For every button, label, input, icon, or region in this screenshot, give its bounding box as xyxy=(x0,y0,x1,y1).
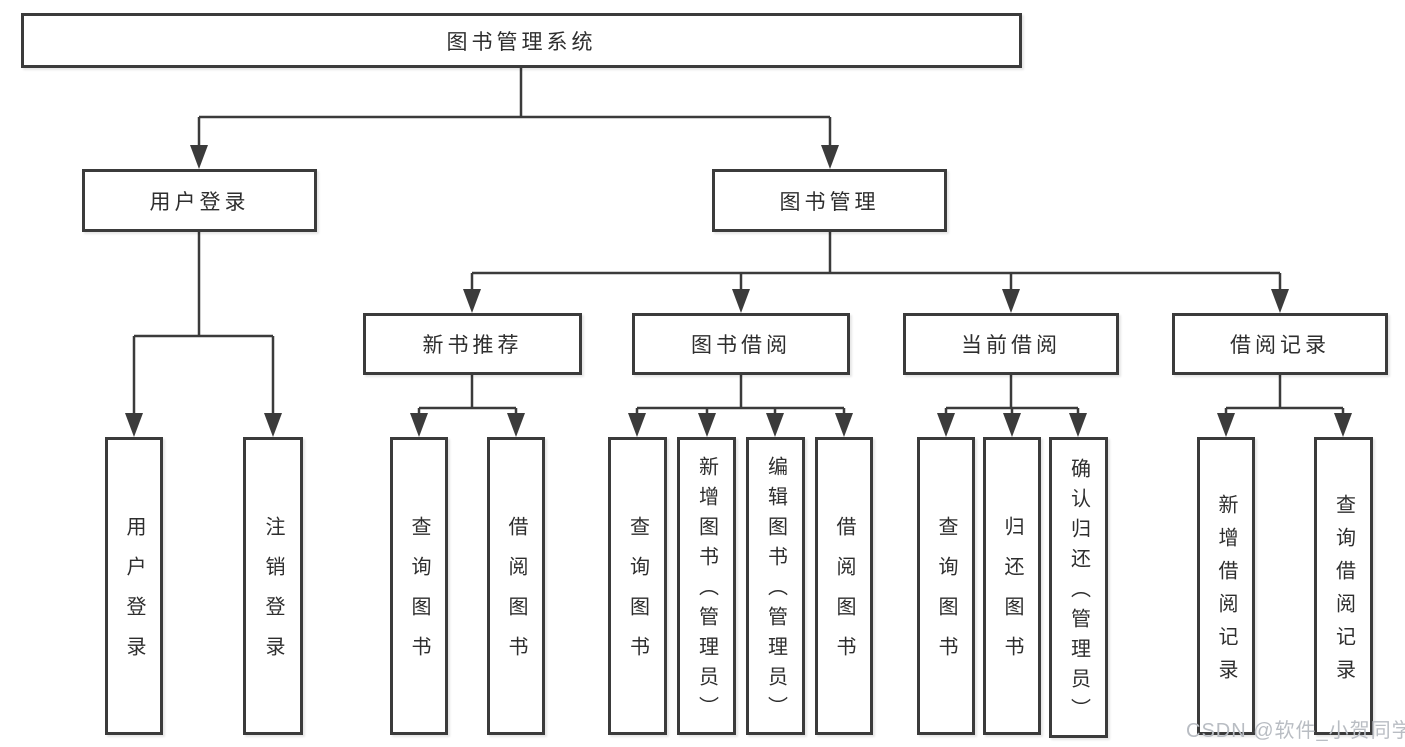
leaf-borrow-edit-books-admin: 编辑图书（管理员） xyxy=(746,437,805,735)
node-current-borrow-label: 当前借阅 xyxy=(961,334,1061,357)
watermark: CSDN @软件_小贺同学 xyxy=(1186,720,1405,742)
leaf-current-query-books-label: 查询图书 xyxy=(935,516,957,676)
leaf-records-query-record: 查询借阅记录 xyxy=(1314,437,1373,735)
leaf-logout-label: 注销登录 xyxy=(262,516,284,676)
node-root: 图书管理系统 xyxy=(21,13,1022,68)
arrow-down-icon xyxy=(125,413,143,437)
arrow-down-icon xyxy=(507,413,525,437)
arrow-down-icon xyxy=(1002,289,1020,313)
leaf-borrow-edit-books-admin-label: 编辑图书（管理员） xyxy=(764,456,787,726)
leaf-current-query-books: 查询图书 xyxy=(917,437,975,735)
leaf-current-confirm-return-admin-label: 确认归还（管理员） xyxy=(1067,457,1090,728)
node-new-book-recommend-label: 新书推荐 xyxy=(422,334,523,357)
arrow-down-icon xyxy=(1217,413,1235,437)
leaf-current-confirm-return-admin: 确认归还（管理员） xyxy=(1049,437,1108,738)
node-book-management-label: 图书管理 xyxy=(779,190,880,214)
arrow-down-icon xyxy=(1003,413,1021,437)
leaf-recommend-query-books-label: 查询图书 xyxy=(408,516,430,676)
connector-current-to-leaves xyxy=(944,375,1080,415)
arrow-down-icon xyxy=(190,145,208,169)
leaf-recommend-query-books: 查询图书 xyxy=(390,437,448,735)
node-borrow-records: 借阅记录 xyxy=(1172,313,1388,375)
arrow-down-icon xyxy=(1334,413,1352,437)
connector-borrow-to-leaves xyxy=(635,375,846,415)
leaf-records-query-record-label: 查询借阅记录 xyxy=(1332,493,1355,692)
leaf-user-login-label: 用户登录 xyxy=(123,516,145,676)
leaf-user-login: 用户登录 xyxy=(105,437,163,735)
node-root-label: 图书管理系统 xyxy=(446,30,597,54)
leaf-recommend-borrow-books-label: 借阅图书 xyxy=(505,516,527,676)
arrow-down-icon xyxy=(766,413,784,437)
leaf-borrow-query-books-label: 查询图书 xyxy=(626,516,649,676)
arrow-down-icon xyxy=(410,413,428,437)
node-current-borrow: 当前借阅 xyxy=(903,313,1119,375)
leaf-records-add-record: 新增借阅记录 xyxy=(1197,437,1255,735)
connector-stems xyxy=(132,68,1345,415)
arrow-down-icon xyxy=(628,413,646,437)
arrow-down-icon xyxy=(732,289,750,313)
arrow-down-icon xyxy=(698,413,716,437)
arrowheads xyxy=(125,145,1352,437)
leaf-logout: 注销登录 xyxy=(243,437,303,735)
leaf-recommend-borrow-books: 借阅图书 xyxy=(487,437,545,735)
connector-root-to-level2 xyxy=(197,68,832,147)
node-book-management: 图书管理 xyxy=(712,169,947,232)
leaf-borrow-borrow-books-label: 借阅图书 xyxy=(833,516,855,676)
arrow-down-icon xyxy=(463,289,481,313)
node-user-login: 用户登录 xyxy=(82,169,317,232)
leaf-records-add-record-label: 新增借阅记录 xyxy=(1215,493,1237,692)
node-borrow-records-label: 借阅记录 xyxy=(1230,334,1330,357)
connector-records-to-leaves xyxy=(1224,375,1345,415)
leaf-borrow-add-books-admin-label: 新增图书（管理员） xyxy=(695,456,718,726)
arrow-down-icon xyxy=(1271,289,1289,313)
arrow-down-icon xyxy=(821,145,839,169)
leaf-current-return-books-label: 归还图书 xyxy=(1001,516,1023,676)
node-book-borrow-label: 图书借阅 xyxy=(691,334,791,357)
connector-mgmt-to-level3 xyxy=(470,232,1282,291)
arrow-down-icon xyxy=(264,413,282,437)
connector-recommend-to-leaves xyxy=(417,375,518,415)
leaf-borrow-query-books: 查询图书 xyxy=(608,437,667,735)
connector-user-to-leaves xyxy=(132,232,275,415)
node-book-borrow: 图书借阅 xyxy=(632,313,850,375)
leaf-current-return-books: 归还图书 xyxy=(983,437,1041,735)
arrow-down-icon xyxy=(835,413,853,437)
leaf-borrow-add-books-admin: 新增图书（管理员） xyxy=(677,437,736,735)
node-new-book-recommend: 新书推荐 xyxy=(363,313,582,375)
leaf-borrow-borrow-books: 借阅图书 xyxy=(815,437,873,735)
arrow-down-icon xyxy=(1069,413,1087,437)
arrow-down-icon xyxy=(937,413,955,437)
node-user-login-label: 用户登录 xyxy=(149,190,250,214)
